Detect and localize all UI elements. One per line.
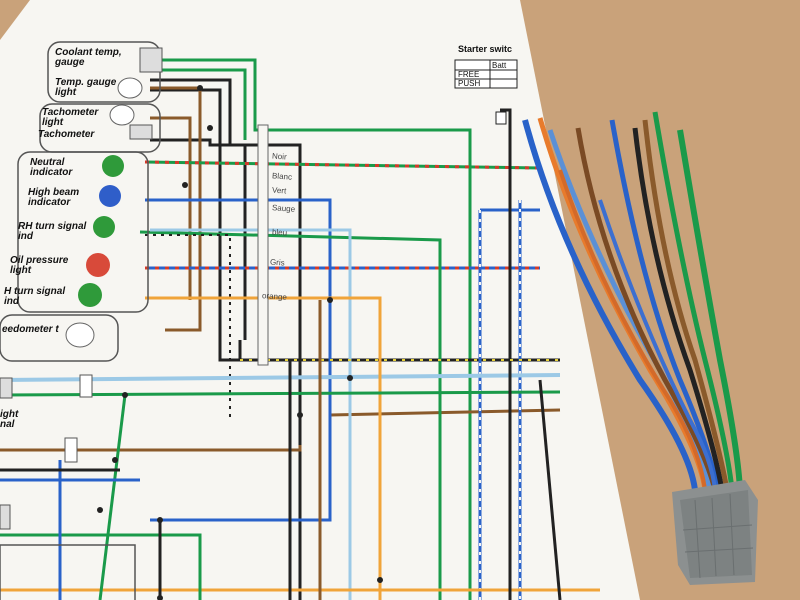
label-tachometer-light: Tachometer light [42, 107, 99, 128]
rh-turn-bulb [93, 216, 115, 238]
label-speedometer-light: eedometer t [2, 324, 59, 335]
starter-switch-box [454, 59, 518, 125]
label-tachometer: Tachometer [38, 129, 95, 140]
label-neutral-indicator: Neutral indicator [30, 157, 73, 178]
note-vert: Vert [271, 185, 287, 196]
label-left-light-signal: ight nal [0, 409, 19, 430]
oil-pressure-bulb [86, 253, 110, 277]
label-lh-turn-signal-ind: H turn signal ind [4, 286, 66, 307]
high-beam-bulb [99, 185, 121, 207]
note-gris: Gris [269, 257, 285, 268]
neutral-indicator-bulb [102, 155, 124, 177]
label-rh-turn-signal-ind: RH turn signal ind [18, 221, 87, 242]
loose-wire-bundle [522, 111, 743, 491]
label-high-beam-indicator: High beam indicator [28, 187, 80, 208]
lh-turn-bulb [78, 283, 102, 307]
starter-switch-row-free: FREE [458, 70, 480, 79]
note-sauge: Sauge [271, 203, 296, 214]
note-bleu: bleu [271, 227, 288, 238]
note-noir: Noir [271, 151, 287, 162]
instrument-boxes [0, 41, 163, 600]
wire-connector [672, 480, 758, 585]
note-orange: orange [261, 291, 288, 302]
starter-switch-col-header: Batt [492, 61, 507, 70]
label-coolant-temp-gauge: Coolant temp, gauge [55, 47, 122, 68]
label-temp-gauge-light: Temp. gauge light [55, 77, 117, 98]
starter-switch-title: Starter switc [458, 44, 513, 54]
instrument-panel-wires [0, 58, 600, 600]
label-oil-pressure-light: Oil pressure light [10, 255, 69, 276]
note-blanc: Blanc [271, 171, 293, 182]
starter-switch-row-push: PUSH [458, 79, 481, 88]
